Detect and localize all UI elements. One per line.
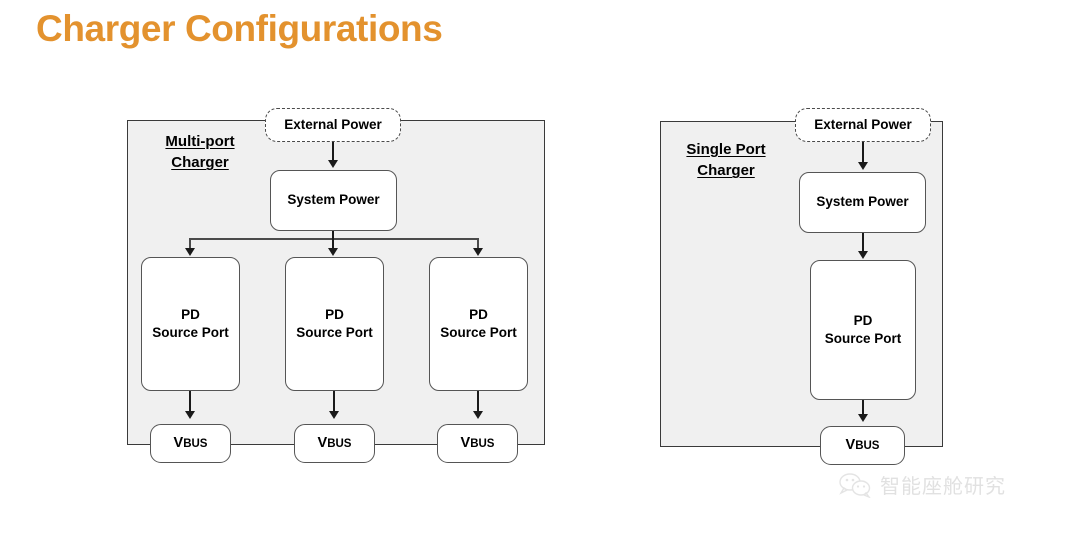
pd-source-port-node-right-1[interactable]: PD Source Port: [810, 260, 916, 400]
arrowhead-sys-to-pd-right: [858, 251, 868, 259]
vbus-v-left-2: V: [317, 434, 328, 451]
arrowhead-pd-to-vbus-right: [858, 414, 868, 422]
connector-branch-2-left: [332, 238, 334, 250]
vbus-v-right-1: V: [845, 436, 856, 453]
system-power-node-right[interactable]: System Power: [799, 172, 926, 233]
wechat-icon: [839, 472, 871, 498]
page-title: Charger Configurations: [36, 8, 443, 49]
pd-source-port-line2-right-1: Source Port: [824, 331, 902, 346]
vbus-bus-left-2: BUS: [327, 437, 352, 450]
connector-branch-1-left: [189, 238, 191, 250]
arrowhead-pd2-vbus2-left: [329, 411, 339, 419]
pd-source-port-line2-left-3: Source Port: [440, 325, 517, 340]
connector-branch-3-left: [477, 238, 479, 250]
pd-source-port-node-left-1[interactable]: PD Source Port: [141, 257, 240, 391]
single-port-charger-label: Single Port Charger: [668, 139, 784, 182]
arrowhead-branch-2-left: [328, 248, 338, 256]
vbus-v-left-1: V: [173, 434, 184, 451]
arrowhead-ext-to-sys-left: [328, 160, 338, 168]
vbus-node-left-1[interactable]: VBUS: [150, 424, 231, 463]
system-power-label-left: System Power: [287, 192, 380, 208]
pd-source-port-line1-right-1: PD: [853, 312, 873, 328]
vbus-bus-right-1: BUS: [855, 439, 880, 452]
connector-pd1-to-vbus1-left: [189, 391, 191, 413]
connector-pd3-to-vbus3-left: [477, 391, 479, 413]
vbus-v-left-3: V: [460, 434, 471, 451]
pd-source-port-node-left-2[interactable]: PD Source Port: [285, 257, 384, 391]
external-power-node-right[interactable]: External Power: [795, 108, 931, 142]
external-power-label-left: External Power: [284, 116, 382, 132]
vbus-node-left-2[interactable]: VBUS: [294, 424, 375, 463]
pd-source-port-line1-left-1: PD: [181, 306, 200, 322]
pd-source-port-line1-left-3: PD: [469, 306, 488, 322]
arrowhead-pd1-vbus1-left: [185, 411, 195, 419]
watermark-text: 智能座舱研究: [880, 474, 1006, 498]
vbus-bus-left-3: BUS: [470, 437, 495, 450]
connector-ext-to-sys-right: [862, 142, 864, 164]
system-power-node-left[interactable]: System Power: [270, 170, 397, 231]
multi-port-charger-label: Multi-port Charger: [147, 131, 253, 174]
vbus-node-right-1[interactable]: VBUS: [820, 426, 905, 465]
external-power-node-left[interactable]: External Power: [265, 108, 401, 142]
connector-ext-to-sys-left: [332, 142, 334, 162]
connector-pd2-to-vbus2-left: [333, 391, 335, 413]
pd-source-port-line1-left-2: PD: [325, 306, 344, 322]
vbus-bus-left-1: BUS: [183, 437, 208, 450]
system-power-label-right: System Power: [816, 194, 909, 210]
pd-source-port-line2-left-2: Source Port: [296, 325, 373, 340]
pd-source-port-node-left-3[interactable]: PD Source Port: [429, 257, 528, 391]
connector-sys-to-bus-left: [332, 231, 334, 240]
arrowhead-branch-3-left: [473, 248, 483, 256]
connector-pd-to-vbus-right: [862, 400, 864, 419]
arrowhead-branch-1-left: [185, 248, 195, 256]
watermark: 智能座舱研究: [838, 470, 1006, 499]
single-port-charger-label-line2: Charger: [697, 162, 755, 180]
arrowhead-pd3-vbus3-left: [473, 411, 483, 419]
multi-port-charger-label-line2: Charger: [171, 154, 229, 172]
pd-source-port-line2-left-1: Source Port: [152, 325, 229, 340]
vbus-node-left-3[interactable]: VBUS: [437, 424, 518, 463]
arrowhead-ext-to-sys-right: [858, 162, 868, 170]
connector-sys-to-pd-right: [862, 233, 864, 253]
single-port-charger-label-line1: Single Port: [686, 141, 766, 158]
multi-port-charger-label-line1: Multi-port: [165, 133, 235, 150]
external-power-label-right: External Power: [814, 116, 912, 132]
